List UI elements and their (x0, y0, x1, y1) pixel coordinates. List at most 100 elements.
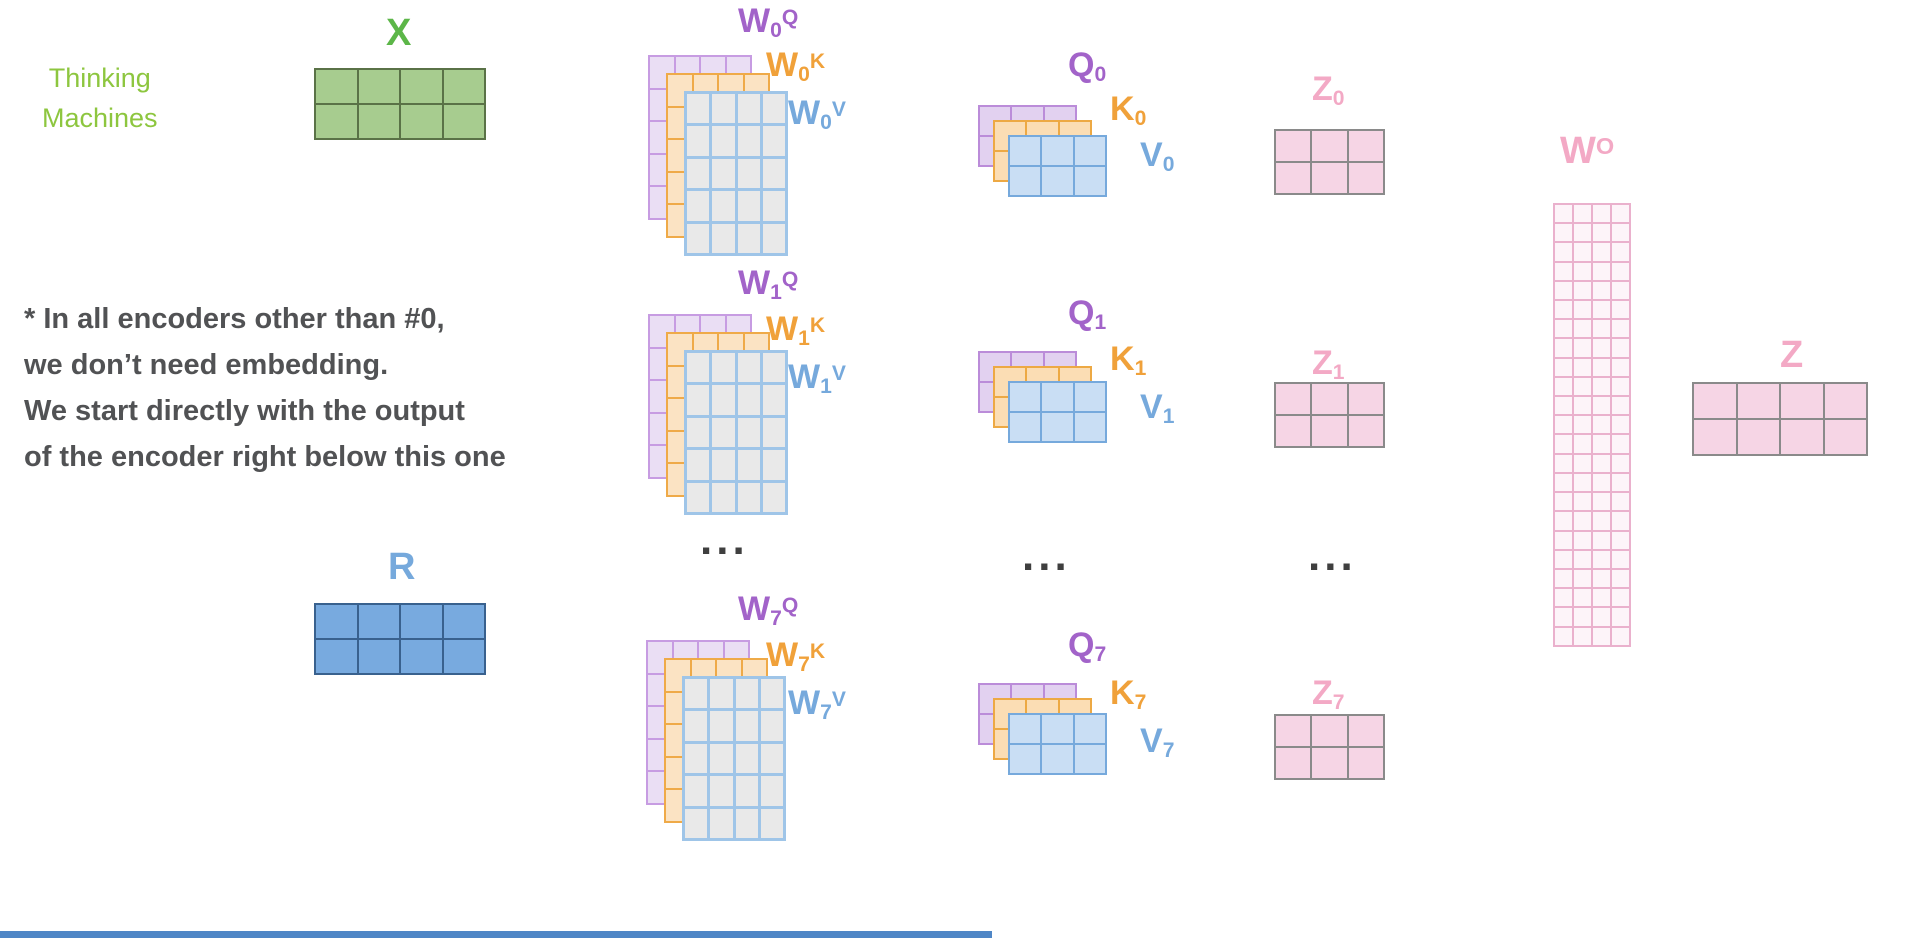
matrix-cell (1593, 224, 1610, 242)
matrix-cell (685, 711, 708, 741)
matrix-cell (737, 158, 760, 189)
matrix-cell (712, 191, 735, 221)
label-subscript: 7 (770, 606, 782, 630)
matrix-cell (1555, 339, 1572, 357)
matrix-cell (1555, 531, 1572, 549)
matrix-cell (443, 605, 484, 638)
matrix-cell (1612, 531, 1629, 549)
matrix-cell (316, 605, 357, 638)
label-base-text: Q (1068, 626, 1095, 664)
matrix-cell (1555, 281, 1572, 300)
matrix-cell (762, 417, 785, 448)
label-superscript: V (831, 688, 846, 711)
matrix-cell (735, 776, 758, 806)
matrix-cell (712, 482, 735, 512)
label-base-text: W (788, 358, 821, 396)
matrix-cell (710, 776, 733, 806)
matrix-cell (1312, 384, 1347, 414)
matrix-cell (712, 450, 735, 480)
matrix-cell (1312, 416, 1347, 446)
matrix-cell (1824, 420, 1866, 454)
matrix-cell (1593, 205, 1610, 223)
label-subscript: 1 (1094, 310, 1107, 334)
label-subscript: 0 (1332, 86, 1345, 110)
matrix-cell (1612, 512, 1629, 530)
matrix-cell (710, 711, 733, 741)
z7-matrix (1274, 714, 1385, 780)
matrix-cell (1824, 384, 1866, 418)
matrix-cell (1694, 384, 1736, 418)
label-subscript: 7 (1134, 690, 1147, 714)
matrix-cell (1574, 627, 1591, 645)
matrix-cell (1555, 416, 1572, 434)
matrix-cell (762, 223, 785, 253)
matrix-cell (1348, 416, 1383, 446)
matrix-cell (687, 126, 710, 156)
matrix-cell (358, 640, 399, 673)
matrix-cell (1042, 745, 1073, 773)
matrix-cell (1781, 420, 1823, 454)
matrix-cell (1555, 262, 1572, 280)
matrix-cell (712, 385, 735, 415)
matrix-cell (1010, 745, 1041, 773)
matrix-cell (687, 94, 710, 124)
label-base-text: X (386, 12, 412, 54)
w7-v-matrix (682, 676, 786, 841)
matrix-cell (1555, 301, 1572, 319)
matrix-cell (687, 385, 710, 415)
label-base-text: W (766, 636, 799, 674)
label-superscript: K (809, 640, 826, 663)
matrix-cell (1612, 608, 1629, 626)
matrix-cell (1593, 339, 1610, 357)
w1-v-matrix (684, 350, 788, 515)
matrix-cell (316, 70, 357, 103)
matrix-cell (1593, 550, 1610, 569)
matrix-cell (1593, 493, 1610, 511)
w0-v-matrix (684, 91, 788, 256)
matrix-cell (1276, 416, 1311, 446)
matrix-cell (1574, 550, 1591, 569)
matrix-cell (1612, 435, 1629, 453)
matrix-cell (687, 450, 710, 480)
label-subscript: 0 (798, 62, 810, 86)
matrix-cell (1312, 748, 1347, 778)
label-v7: V7 (1140, 724, 1174, 761)
label-q1: Q1 (1068, 296, 1106, 333)
matrix-cell (1010, 137, 1041, 165)
label-base-text: R (388, 546, 416, 588)
matrix-cell (1555, 377, 1572, 396)
matrix-cell (1010, 383, 1041, 411)
label-subscript: 0 (820, 110, 832, 134)
label-base-text: Z (1312, 674, 1333, 712)
matrix-cell (1555, 589, 1572, 607)
label-base-text: K (1110, 90, 1135, 128)
matrix-cell (1042, 137, 1073, 165)
label-base-text: Q (1068, 46, 1095, 84)
matrix-cell (1612, 339, 1629, 357)
matrix-cell (1074, 137, 1105, 165)
matrix-cell (1276, 163, 1311, 193)
matrix-cell (1593, 512, 1610, 530)
matrix-cell (1574, 358, 1591, 376)
label-superscript: Q (781, 268, 799, 291)
matrix-cell (443, 640, 484, 673)
matrix-cell (1555, 550, 1572, 569)
z1-matrix (1274, 382, 1385, 448)
matrix-cell (1555, 435, 1572, 453)
matrix-cell (1010, 167, 1041, 195)
matrix-cell (1593, 377, 1610, 396)
matrix-cell (685, 743, 708, 774)
label-q7: Q7 (1068, 626, 1106, 665)
label-subscript: 1 (820, 374, 832, 398)
label-wo: WO (1560, 132, 1614, 170)
matrix-cell (712, 126, 735, 156)
matrix-cell (735, 743, 758, 774)
matrix-cell (1612, 281, 1629, 300)
matrix-cell (1593, 608, 1610, 626)
label-q0: Q0 (1068, 46, 1106, 85)
matrix-cell (1694, 420, 1736, 454)
v1-matrix (1008, 381, 1107, 443)
matrix-cell (1593, 531, 1610, 549)
matrix-cell (1042, 413, 1073, 441)
matrix-cell (1593, 473, 1610, 492)
